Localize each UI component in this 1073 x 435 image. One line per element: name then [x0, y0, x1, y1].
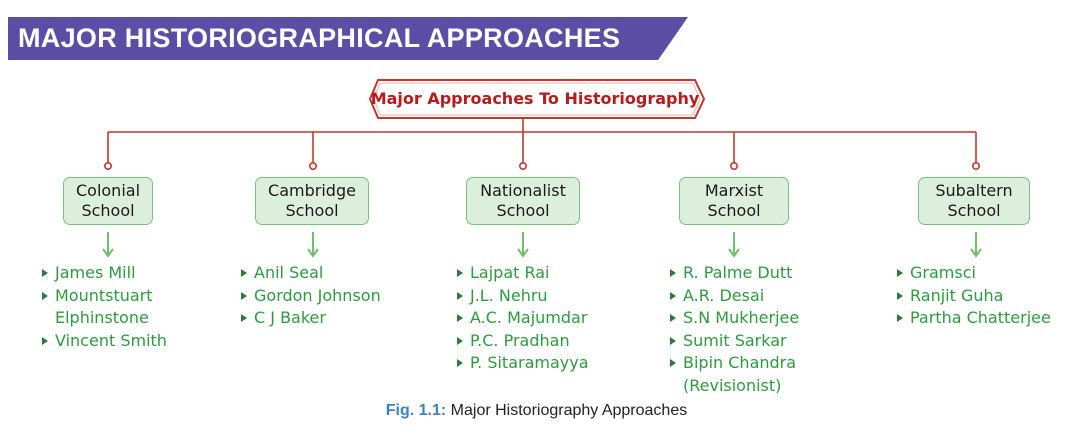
connector-drops [104, 132, 980, 171]
bullet-icon [241, 269, 247, 277]
historian-list-cambridge: Anil Seal Gordon Johnson C J Baker [241, 262, 381, 330]
arrow-down-icon [307, 232, 319, 258]
bullet-icon [457, 336, 463, 345]
list-item: Bipin Chandra [670, 352, 799, 375]
bullet-icon [241, 314, 247, 323]
school-node-nationalist: Nationalist School [466, 177, 580, 225]
school-suffix: School [496, 201, 550, 220]
page-title: MAJOR HISTORIOGRAPHICAL APPROACHES [18, 23, 621, 53]
historian-list-colonial: James Mill Mountstuart Elphinstone Vince… [42, 262, 167, 352]
bullet-icon [670, 359, 676, 368]
bullet-icon [897, 269, 903, 277]
figure-caption: Fig. 1.1: Major Historiography Approache… [0, 402, 1073, 420]
bullet-icon [670, 269, 676, 277]
school-suffix: School [707, 201, 761, 220]
list-item: A.R. Desai [670, 285, 799, 308]
list-item: Mountstuart [42, 285, 167, 308]
bullet-icon [457, 291, 463, 300]
arrow-down-icon [517, 232, 529, 258]
bullet-icon [42, 336, 48, 345]
bullet-icon [670, 291, 676, 300]
list-item: A.C. Majumdar [457, 307, 589, 330]
list-item: Sumit Sarkar [670, 330, 799, 353]
bullet-icon [457, 314, 463, 323]
list-item: Partha Chatterjee [897, 307, 1051, 330]
school-suffix: School [285, 201, 339, 220]
bullet-icon [42, 291, 48, 300]
bullet-icon [457, 269, 463, 277]
list-item: Gordon Johnson [241, 285, 381, 308]
school-name: Subaltern [935, 181, 1013, 200]
list-item: Gramsci [897, 262, 1051, 285]
list-item: J.L. Nehru [457, 285, 589, 308]
arrow-down-icon [970, 232, 982, 258]
arrow-down-icon [728, 232, 740, 258]
school-name: Colonial [75, 181, 141, 200]
school-node-cambridge: Cambridge School [255, 177, 369, 225]
school-node-colonial: Colonial School [63, 177, 153, 225]
figure-caption-text: Major Historiography Approaches [446, 402, 688, 419]
bullet-icon [897, 314, 903, 323]
list-item: James Mill [42, 262, 167, 285]
historian-list-nationalist: Lajpat Rai J.L. Nehru A.C. Majumdar P.C.… [457, 262, 589, 375]
bullet-icon [457, 359, 463, 368]
bullet-icon [670, 314, 676, 323]
list-item: P. Sitaramayya [457, 352, 589, 375]
list-item: Ranjit Guha [897, 285, 1051, 308]
school-node-marxist: Marxist School [679, 177, 789, 225]
bullet-icon [670, 336, 676, 345]
school-name: Marxist [704, 181, 764, 200]
list-item: (Revisionist) [683, 375, 782, 395]
root-box-outline [368, 79, 706, 119]
list-item: Vincent Smith [42, 330, 167, 353]
arrow-down-icon [102, 232, 114, 258]
list-item: Lajpat Rai [457, 262, 589, 285]
root-node: Major Approaches To Historiography [370, 89, 700, 108]
bullet-icon [897, 291, 903, 300]
school-suffix: School [81, 201, 135, 220]
list-item: Elphinstone [55, 308, 149, 328]
school-name: Cambridge [268, 181, 356, 200]
school-suffix: School [947, 201, 1001, 220]
bullet-icon [42, 269, 48, 277]
school-name: Nationalist [480, 181, 566, 200]
school-node-subaltern: Subaltern School [918, 177, 1030, 225]
historian-list-subaltern: Gramsci Ranjit Guha Partha Chatterjee [897, 262, 1051, 330]
list-item: R. Palme Dutt [670, 262, 799, 285]
connector-bus [108, 118, 976, 133]
title-banner [8, 17, 688, 60]
list-item: S.N Mukherjee [670, 307, 799, 330]
list-item: P.C. Pradhan [457, 330, 589, 353]
figure-label: Fig. 1.1: [385, 402, 447, 419]
list-item: C J Baker [241, 307, 381, 330]
historian-list-marxist: R. Palme Dutt A.R. Desai S.N Mukherjee S… [670, 262, 799, 398]
list-item: Anil Seal [241, 262, 381, 285]
bullet-icon [241, 291, 247, 300]
